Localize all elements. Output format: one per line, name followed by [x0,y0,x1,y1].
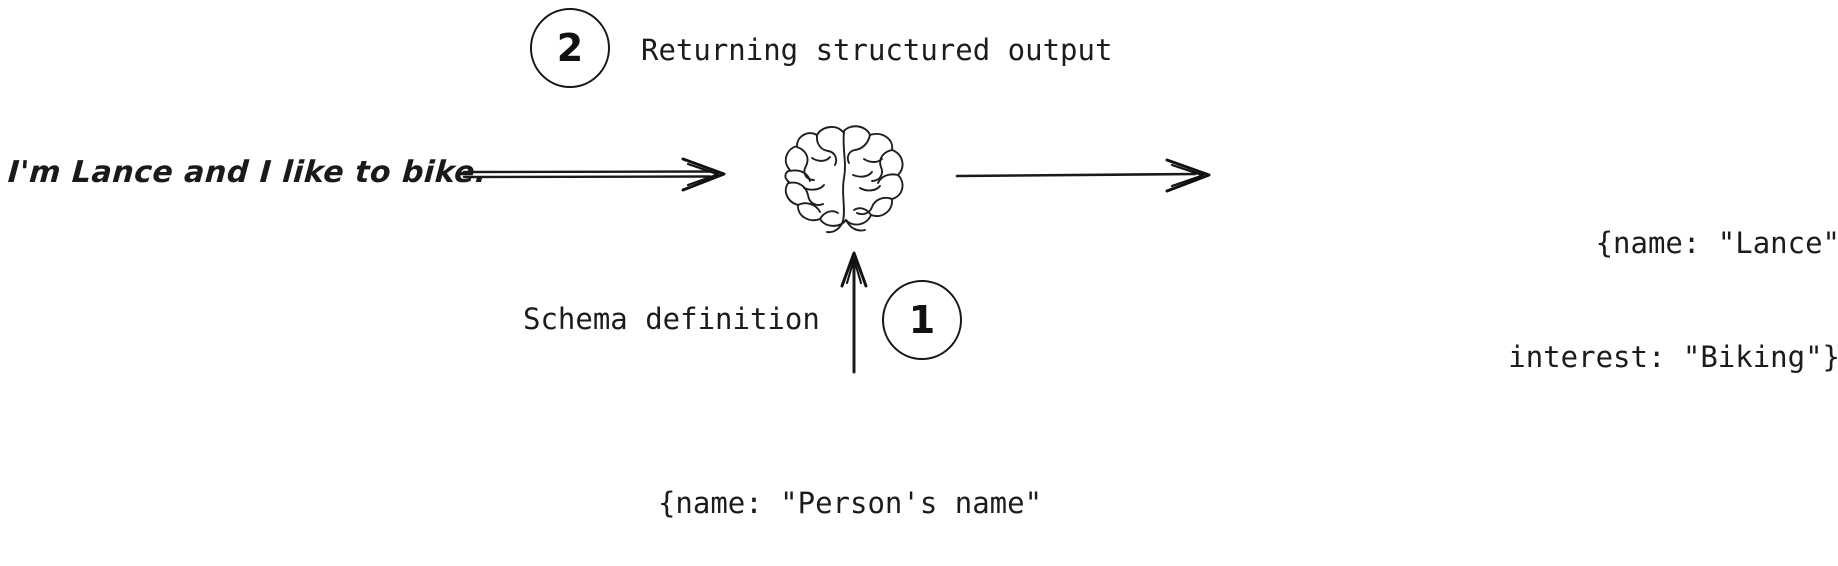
step-badge-1-number: 1 [908,298,936,342]
step-badge-2-number: 2 [556,26,584,70]
step-badge-1: 1 [882,280,962,360]
input-text: I'm Lance and I like to bike. [6,155,489,190]
schema-json: {name: "Person's name" interest: "Person… [430,408,1270,566]
output-arrow-icon [955,158,1211,193]
step-1-label: Schema definition [523,302,820,336]
schema-arrow-icon [840,251,868,374]
output-json: {name: "Lance" interest: "Biking"} [1180,148,1838,452]
output-json-line-1: {name: "Lance" [1595,226,1838,260]
output-json-line-2: interest: "Biking"} [1508,340,1838,374]
output-arrow [955,152,1215,202]
input-arrow-icon [462,157,726,192]
brain-node [760,118,930,243]
step-badge-2: 2 [530,8,610,88]
input-arrow [462,150,732,200]
schema-json-line-1: {name: "Person's name" [657,486,1043,520]
brain-icon [784,125,904,234]
step-2-label: Returning structured output [641,33,1113,67]
schema-arrow [832,250,878,375]
